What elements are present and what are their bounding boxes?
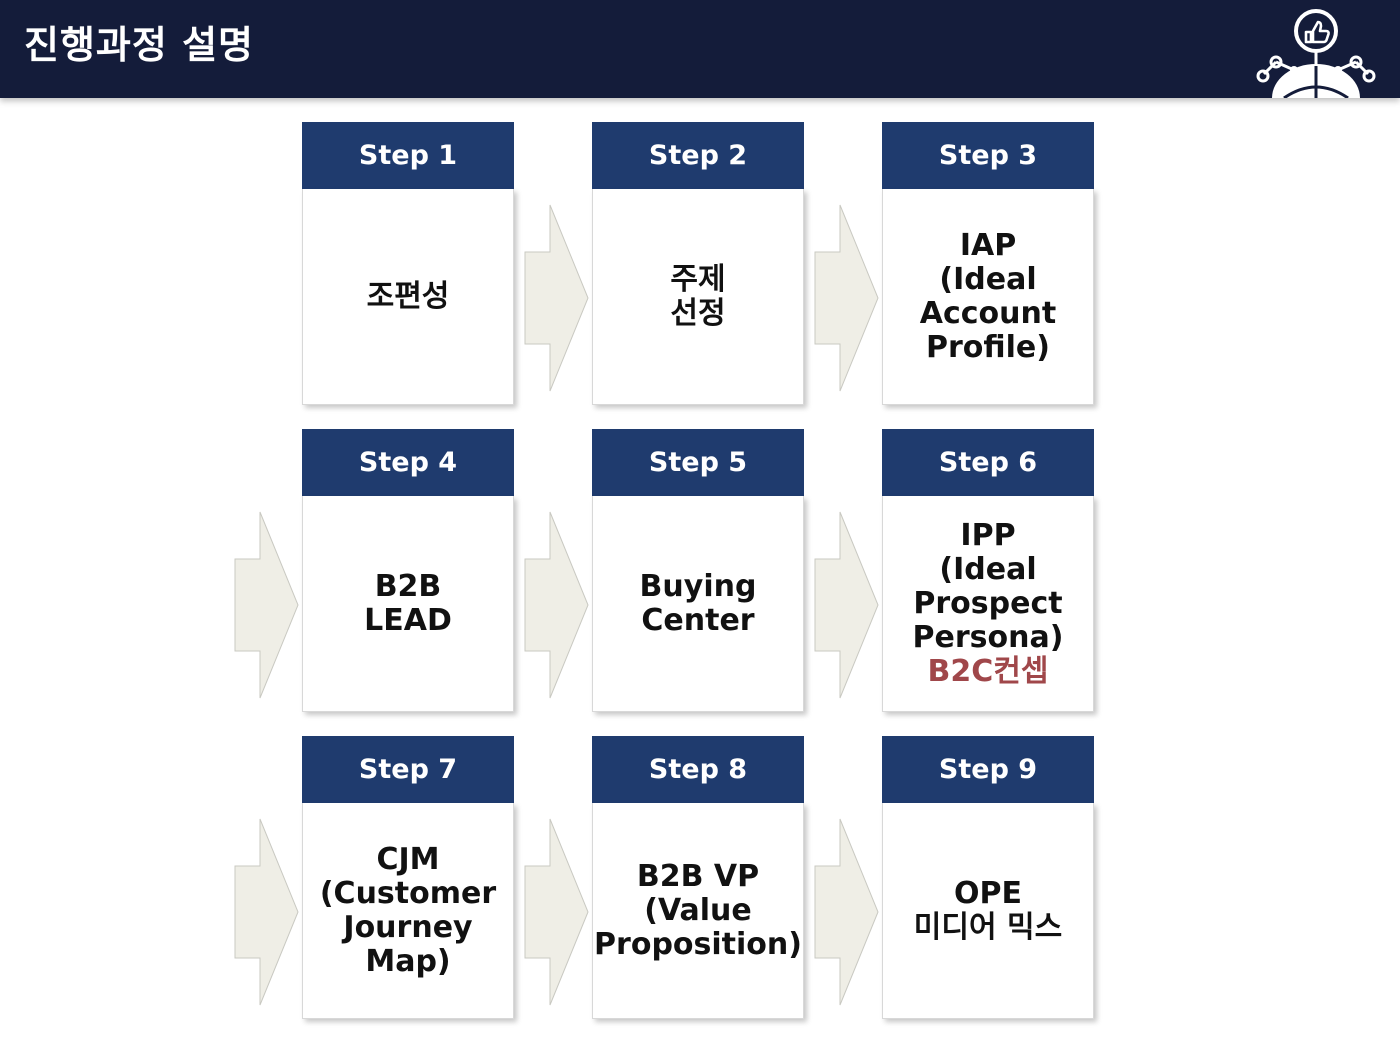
step-line: OPE — [954, 875, 1022, 911]
step-line: (Ideal — [939, 551, 1037, 587]
page-title: 진행과정 설명 — [24, 23, 254, 67]
step-line: Account — [919, 295, 1057, 331]
step-card-1: Step 1 조편성 — [302, 122, 514, 405]
header-bar: 진행과정 설명 — [0, 0, 1400, 98]
step-card-7: Step 7 CJM (Customer Journey Map) — [302, 736, 514, 1019]
arrow-step5-to-step6 — [814, 511, 879, 699]
step-line: Map) — [365, 943, 451, 979]
step-line: 선정 — [670, 295, 726, 331]
step-label: Step 3 — [882, 122, 1094, 189]
step-line: (Ideal — [939, 261, 1037, 297]
step-label: Step 2 — [592, 122, 804, 189]
step-content: 주제 선정 — [592, 189, 804, 405]
step-line: (Customer — [319, 875, 497, 911]
step-line: IPP — [960, 517, 1016, 553]
step-content: IAP (Ideal Account Profile) — [882, 189, 1094, 405]
step-line: 미디어 믹스 — [913, 909, 1063, 945]
step-line: B2B VP — [636, 858, 760, 894]
step-content: CJM (Customer Journey Map) — [302, 803, 514, 1019]
step-line: (Value — [644, 892, 752, 928]
step-line: 조편성 — [366, 278, 450, 314]
step-card-2: Step 2 주제 선정 — [592, 122, 804, 405]
step-content: Buying Center — [592, 496, 804, 712]
step-line: Buying — [639, 568, 757, 604]
step-card-5: Step 5 Buying Center — [592, 429, 804, 712]
step-label: Step 7 — [302, 736, 514, 803]
step-line: Journey — [343, 909, 473, 945]
step-label: Step 5 — [592, 429, 804, 496]
step-line: Center — [641, 602, 755, 638]
step-line: Prospect — [913, 585, 1063, 621]
step-card-6: Step 6 IPP (Ideal Prospect Persona) B2C컨… — [882, 429, 1094, 712]
step-content: B2B LEAD — [302, 496, 514, 712]
step-label: Step 4 — [302, 429, 514, 496]
step-line: CJM — [376, 841, 440, 877]
thumbs-up-network-logo-icon — [1256, 9, 1376, 98]
arrow-into-step7 — [234, 818, 299, 1006]
step-card-8: Step 8 B2B VP (Value Proposition) — [592, 736, 804, 1019]
step-label: Step 1 — [302, 122, 514, 189]
step-line: IAP — [959, 227, 1017, 263]
step-content: IPP (Ideal Prospect Persona) B2C컨셉 — [882, 496, 1094, 712]
arrow-step8-to-step9 — [814, 818, 879, 1006]
step-line: B2B — [374, 568, 442, 604]
step-line: LEAD — [364, 602, 452, 638]
step-label: Step 8 — [592, 736, 804, 803]
step-line: Persona) — [912, 619, 1064, 655]
arrow-step7-to-step8 — [524, 818, 589, 1006]
step-accent-label: B2C컨셉 — [927, 653, 1049, 689]
step-label: Step 9 — [882, 736, 1094, 803]
step-card-9: Step 9 OPE 미디어 믹스 — [882, 736, 1094, 1019]
step-content: B2B VP (Value Proposition) — [592, 803, 804, 1019]
arrow-step2-to-step3 — [814, 204, 879, 392]
step-label: Step 6 — [882, 429, 1094, 496]
step-content: OPE 미디어 믹스 — [882, 803, 1094, 1019]
step-line: Proposition) — [594, 926, 802, 962]
arrow-into-step4 — [234, 511, 299, 699]
step-line: 주제 — [670, 261, 726, 297]
arrow-step4-to-step5 — [524, 511, 589, 699]
step-card-4: Step 4 B2B LEAD — [302, 429, 514, 712]
step-line: Profile) — [926, 329, 1050, 365]
arrow-step1-to-step2 — [524, 204, 589, 392]
step-content: 조편성 — [302, 189, 514, 405]
step-card-3: Step 3 IAP (Ideal Account Profile) — [882, 122, 1094, 405]
